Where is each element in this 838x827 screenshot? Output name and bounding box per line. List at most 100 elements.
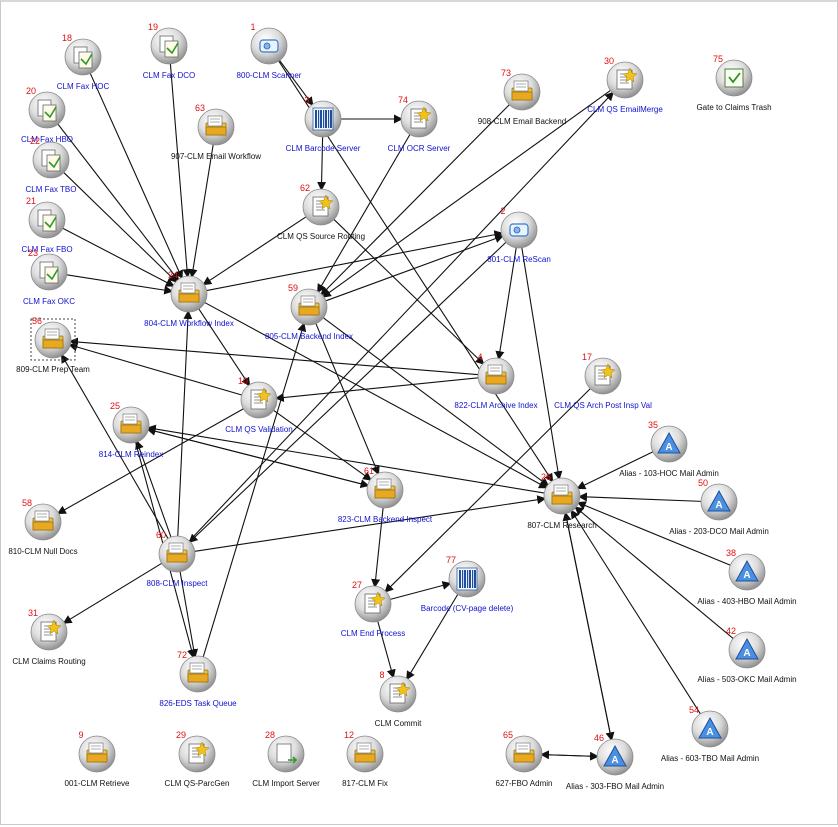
node-label: 001-CLM Retrieve — [65, 779, 130, 788]
edge-n4-n56[interactable] — [68, 337, 483, 376]
edge-n23-n24[interactable] — [62, 273, 174, 295]
edge-n21-n24[interactable] — [59, 226, 176, 288]
node-number: 12 — [344, 730, 354, 740]
edge-n50-n26[interactable] — [577, 492, 706, 503]
edge-n59-n2[interactable] — [321, 234, 505, 303]
edge-n4-n10[interactable] — [274, 376, 483, 402]
edge-n54-n26[interactable] — [570, 509, 703, 718]
edge-n2-n4[interactable] — [495, 243, 518, 361]
edge-n61-n27[interactable] — [371, 503, 385, 589]
edge-n60-n31[interactable] — [62, 560, 166, 625]
edge-n60-n25[interactable] — [135, 439, 173, 541]
edge-n24-n26[interactable] — [201, 300, 549, 489]
edge-n19-n24[interactable] — [169, 59, 192, 279]
edge-n26-n25[interactable] — [146, 424, 549, 495]
edge-n3-n62[interactable] — [317, 132, 327, 192]
edge-n60-n24[interactable] — [177, 309, 193, 541]
node-label: 908-CLM Email Backend — [478, 117, 566, 126]
edge-n73-n59[interactable] — [319, 101, 513, 296]
edge-n24-n2[interactable] — [202, 230, 504, 292]
edge-n77-n8[interactable] — [405, 590, 461, 681]
folder-icon — [298, 295, 320, 316]
edge-n46-n65[interactable] — [539, 750, 602, 760]
edge-n17-n27[interactable] — [384, 385, 594, 594]
edge-n42-n26[interactable] — [573, 505, 737, 642]
edge-n59-n61[interactable] — [313, 319, 380, 476]
folder-icon — [32, 510, 54, 531]
edge-n10-n58[interactable] — [56, 406, 248, 515]
edge-n59-n26[interactable] — [319, 314, 550, 487]
edge-n2-n26[interactable] — [520, 243, 563, 481]
edge-n35-n26[interactable] — [576, 449, 657, 490]
edge-n60-n30[interactable] — [186, 91, 615, 545]
edge-n30-n59[interactable] — [321, 87, 614, 299]
edge-n61-n25[interactable] — [146, 426, 372, 488]
edge-n10-n61[interactable] — [270, 407, 373, 482]
node-label: 810-CLM Null Docs — [8, 547, 77, 556]
edge-n18-n24[interactable] — [88, 69, 184, 280]
edge-n27-n77[interactable] — [386, 581, 452, 601]
edge-n62-n4[interactable] — [330, 216, 485, 366]
edge-n60-n26[interactable] — [190, 495, 547, 553]
edge-n60-n56[interactable] — [60, 353, 171, 543]
svg-text:A: A — [743, 648, 750, 659]
edge-n24-n10[interactable] — [196, 305, 251, 387]
edge-n63-n24[interactable] — [188, 140, 215, 279]
edge-n60-n72[interactable] — [178, 567, 199, 659]
edge-n38-n26[interactable] — [576, 501, 735, 568]
edge-n1-n3[interactable] — [276, 56, 314, 107]
svg-text:A: A — [706, 727, 713, 738]
edge-n72-n59[interactable] — [201, 322, 307, 661]
edge-n22-n24[interactable] — [60, 169, 178, 284]
node-label: Alias - 603-TBO Mail Admin — [661, 754, 759, 763]
edge-n27-n8[interactable] — [376, 617, 396, 679]
edge-n20-n24[interactable] — [55, 120, 180, 282]
edge-n26-n46[interactable] — [564, 509, 615, 742]
node-label: 805-CLM Backend Index — [265, 332, 353, 341]
edge-n62-n24[interactable] — [202, 214, 310, 286]
edge-n10-n56[interactable] — [68, 342, 246, 397]
